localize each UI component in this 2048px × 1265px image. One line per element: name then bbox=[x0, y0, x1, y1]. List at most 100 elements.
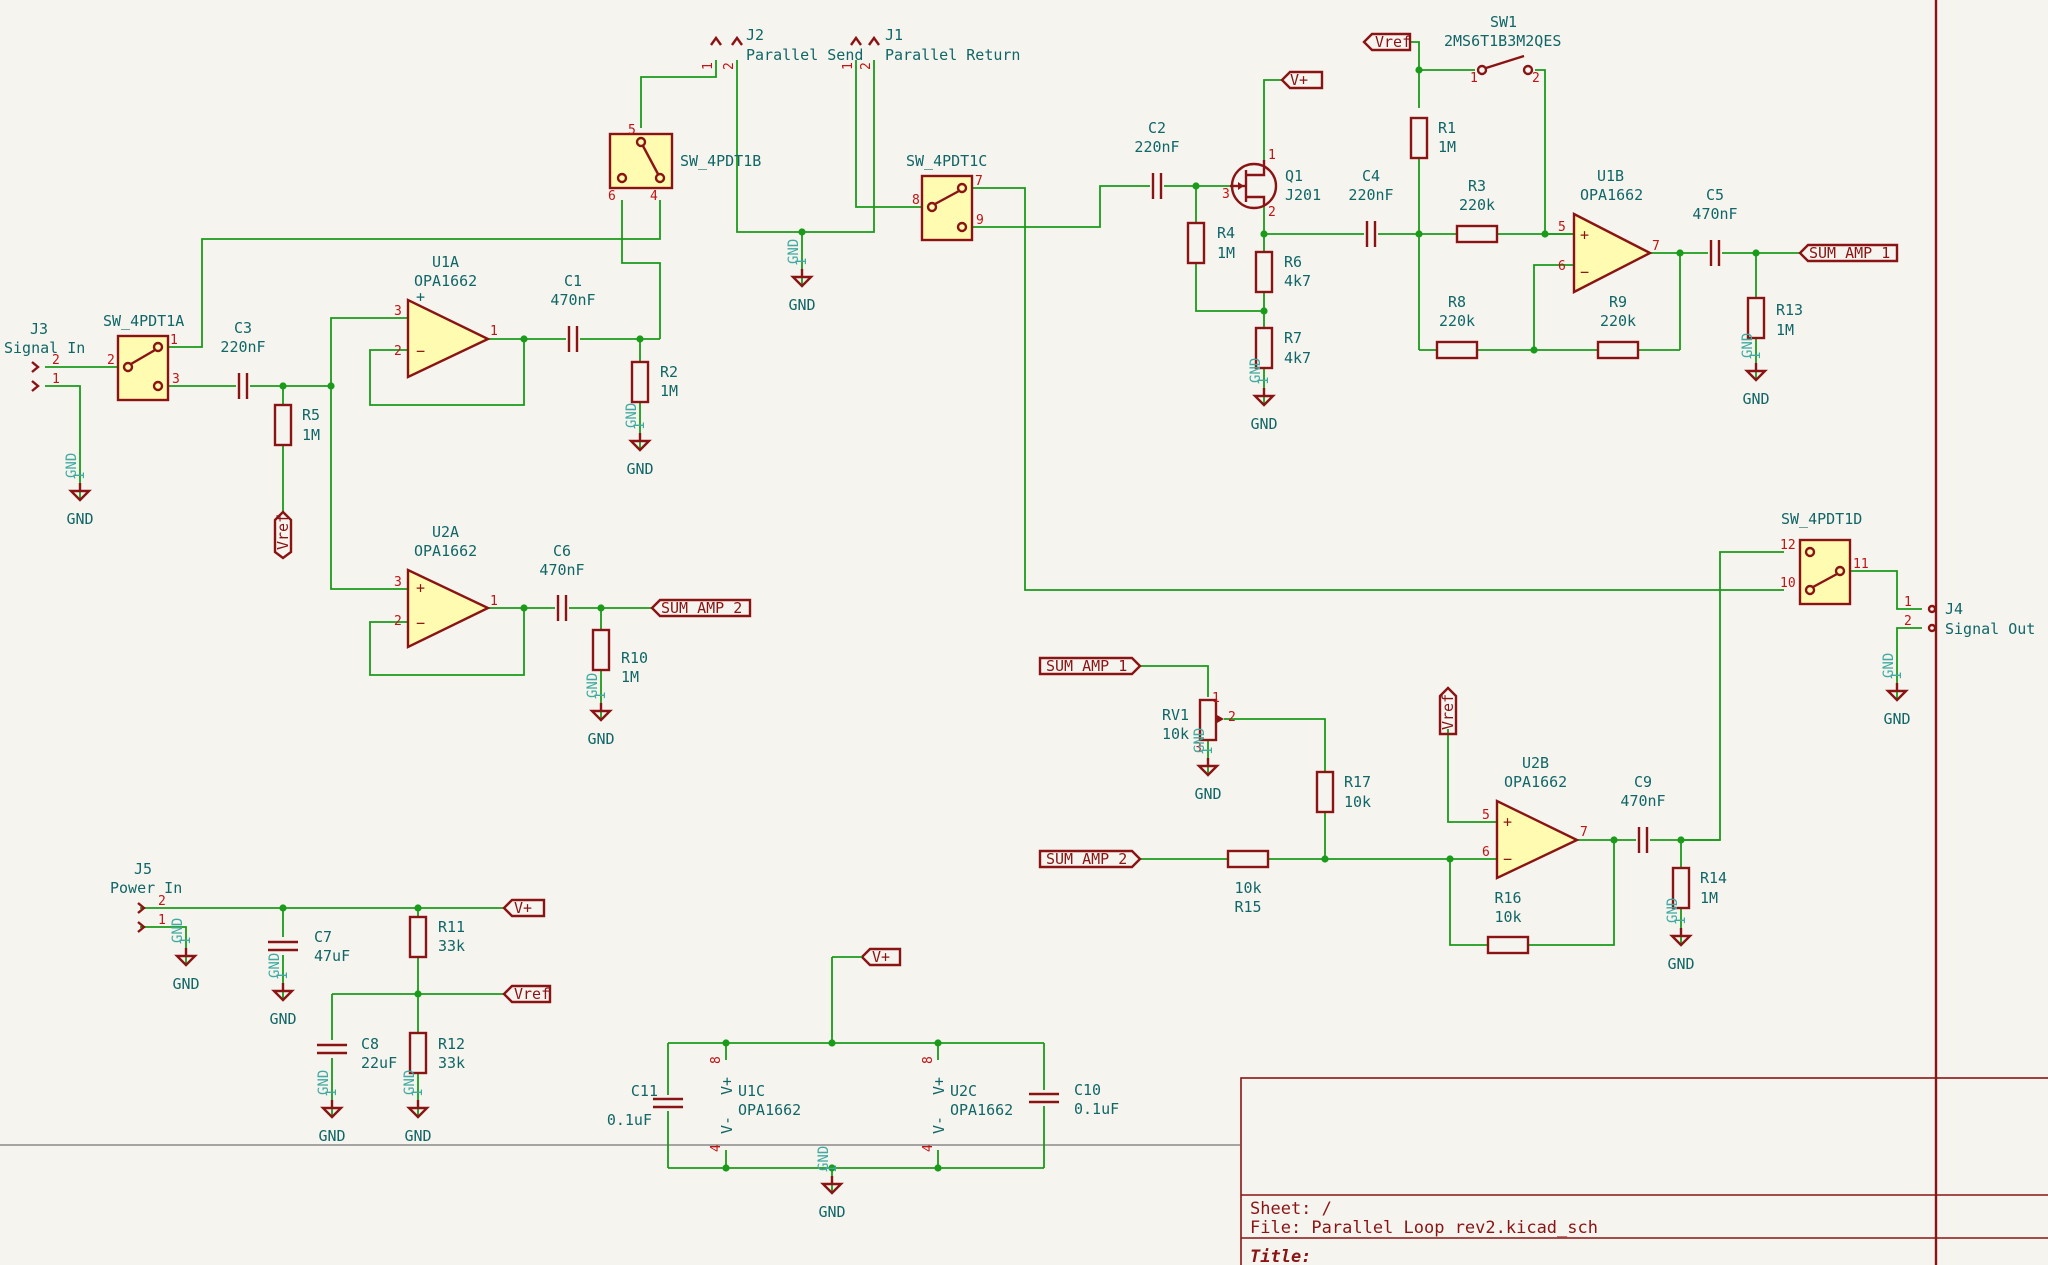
resistor-r1[interactable]: R1 1M bbox=[1409, 116, 1456, 160]
resistor-r2[interactable]: R2 1M bbox=[630, 360, 678, 404]
capacitor-c4[interactable]: C4 220nF bbox=[1348, 167, 1394, 249]
gnd-label: GND bbox=[587, 730, 614, 748]
connector-j3[interactable]: J3 Signal In 2 1 bbox=[4, 320, 85, 392]
u1c-pwr: V+ bbox=[718, 1077, 736, 1095]
connector-j1[interactable]: 1 2 J1 Parallel Return bbox=[841, 26, 1020, 70]
opamp-u1a[interactable]: +− U1A OPA1662 3 2 1 bbox=[394, 253, 498, 379]
r12-ref: R12 bbox=[438, 1035, 465, 1053]
r4-value: 1M bbox=[1217, 244, 1235, 262]
opamp-u1c[interactable]: 8 V+ V- 4 U1C OPA1662 bbox=[709, 1056, 801, 1152]
q1-pin: 2 bbox=[1268, 205, 1276, 220]
capacitor-c3[interactable]: C3 220nF bbox=[220, 319, 266, 401]
gnd-rot-label: GND bbox=[402, 1070, 418, 1095]
gnd-label: GND bbox=[1250, 415, 1277, 433]
vplus-flag[interactable]: V+ bbox=[1280, 70, 1324, 90]
capacitor-c7[interactable]: C7 47uF bbox=[266, 928, 350, 965]
potentiometer-rv1[interactable]: RV1 10k 1 2 3 bbox=[1162, 691, 1236, 756]
net-label-sum-amp-2[interactable]: SUM_AMP_2 bbox=[1038, 849, 1142, 869]
capacitor-c6[interactable]: C6 470nF bbox=[539, 542, 585, 623]
u2c-ref: U2C bbox=[950, 1082, 977, 1100]
r5-value: 1M bbox=[302, 426, 320, 444]
resistor-r5[interactable]: R5 1M bbox=[273, 403, 320, 447]
opamp-u2b[interactable]: +− U2B OPA1662 5 6 7 bbox=[1482, 754, 1588, 880]
connector-j5[interactable]: J5 Power In 2 1 bbox=[110, 860, 182, 933]
vref-flag[interactable]: Vref bbox=[502, 984, 552, 1004]
vplus-flag[interactable]: V+ bbox=[832, 947, 902, 967]
switch-sw-4pdt1c[interactable]: SW_4PDT1C 7 8 9 bbox=[906, 152, 987, 242]
resistor-r17[interactable]: R17 10k bbox=[1315, 770, 1371, 814]
u1c-pin: 4 bbox=[709, 1144, 724, 1152]
resistor-r10[interactable]: R10 1M bbox=[591, 628, 648, 686]
gnd-label: GND bbox=[172, 975, 199, 993]
j3-pin: 2 bbox=[52, 353, 60, 368]
u1b-ref: U1B bbox=[1597, 167, 1624, 185]
vref-flag[interactable]: Vref bbox=[273, 510, 293, 560]
resistor-r15[interactable]: 10k R15 bbox=[1226, 849, 1270, 916]
opamp-u2a[interactable]: +− U2A OPA1662 3 2 1 bbox=[394, 523, 498, 649]
transistor-q1[interactable]: Q1 J201 1 2 3 bbox=[1222, 148, 1321, 220]
rv1-pin: 1 bbox=[1212, 691, 1220, 706]
resistor-r9[interactable]: R9 220k bbox=[1596, 293, 1640, 360]
r10-value: 1M bbox=[621, 668, 639, 686]
svg-text:+: + bbox=[1503, 813, 1512, 831]
net-label-sum-amp-2[interactable]: SUM_AMP_2 bbox=[650, 598, 752, 618]
resistor-r8[interactable]: R8 220k bbox=[1435, 293, 1479, 360]
resistor-r7[interactable]: R7 4k7 bbox=[1254, 326, 1311, 370]
sw-a-value: SW_4PDT1A bbox=[103, 312, 184, 330]
gnd-label: GND bbox=[1883, 710, 1910, 728]
vref-flag[interactable]: Vref bbox=[1438, 686, 1458, 736]
vplus-label: V+ bbox=[514, 899, 532, 917]
capacitor-c2[interactable]: C2 220nF bbox=[1134, 119, 1180, 201]
switch-sw1[interactable]: SW1 2MS6T1B3M2QES 1 2 bbox=[1444, 13, 1561, 86]
sw-c-pin: 9 bbox=[976, 213, 984, 228]
gnd-rot-label: GND bbox=[1248, 358, 1264, 383]
connector-j4[interactable]: 1 2 J4 Signal Out bbox=[1904, 595, 2035, 638]
opamp-u2c[interactable]: 8 V+ V- 4 U2C OPA1662 bbox=[921, 1056, 1013, 1152]
u1c-pwr: V- bbox=[718, 1116, 736, 1134]
resistor-r12[interactable]: R12 33k bbox=[408, 1031, 465, 1075]
u1c-ref: U1C bbox=[738, 1082, 765, 1100]
r6-value: 4k7 bbox=[1284, 272, 1311, 290]
u1a-pin: 2 bbox=[394, 344, 402, 359]
gnd-label: GND bbox=[788, 296, 815, 314]
resistor-r13[interactable]: R13 1M bbox=[1746, 296, 1803, 340]
u2a-pin: 1 bbox=[490, 594, 498, 609]
gnd-rot-label: GND bbox=[316, 1070, 332, 1095]
file-label: File: Parallel Loop rev2.kicad_sch bbox=[1250, 1218, 1598, 1238]
resistor-r3[interactable]: R3 220k bbox=[1455, 177, 1499, 244]
capacitor-c5[interactable]: C5 470nF bbox=[1692, 186, 1738, 268]
j3-value: Signal In bbox=[4, 339, 85, 357]
j1-pin: 2 bbox=[859, 62, 874, 70]
connector-j2[interactable]: 1 2 J2 Parallel Send bbox=[701, 26, 863, 70]
resistor-r14[interactable]: R14 1M bbox=[1671, 866, 1727, 910]
resistor-r11[interactable]: R11 33k bbox=[408, 915, 465, 959]
net-label-sum-amp-1[interactable]: SUM_AMP_1 bbox=[1038, 656, 1142, 676]
capacitor-c1[interactable]: C1 470nF bbox=[550, 272, 596, 354]
vplus-flag[interactable]: V+ bbox=[502, 898, 546, 918]
capacitor-c8[interactable]: C8 22uF bbox=[315, 1035, 397, 1072]
capacitor-c11[interactable]: C11 0.1uF bbox=[607, 1082, 685, 1129]
opamp-u1b[interactable]: +− U1B OPA1662 5 6 7 bbox=[1558, 167, 1660, 294]
capacitor-c9[interactable]: C9 470nF bbox=[1620, 773, 1666, 855]
vref-flag[interactable]: Vref bbox=[1362, 32, 1412, 52]
resistor-r6[interactable]: R6 4k7 bbox=[1254, 250, 1311, 294]
c3-ref: C3 bbox=[234, 319, 252, 337]
resistor-r4[interactable]: R4 1M bbox=[1186, 221, 1235, 265]
switch-sw-4pdt1a[interactable]: SW_4PDT1A 1 2 3 bbox=[103, 312, 184, 402]
capacitor-c10[interactable]: C10 0.1uF bbox=[1027, 1081, 1119, 1118]
net-label-sum-amp-1[interactable]: SUM_AMP_1 bbox=[1798, 243, 1899, 263]
q1-value: J201 bbox=[1285, 186, 1321, 204]
switch-sw-4pdt1d[interactable]: SW_4PDT1D 12 10 11 bbox=[1780, 510, 1869, 606]
gnd-rot-label: GND bbox=[1192, 728, 1208, 753]
sw-c-pin: 7 bbox=[975, 174, 983, 189]
j1-value: Parallel Return bbox=[885, 46, 1020, 64]
r17-value: 10k bbox=[1344, 793, 1371, 811]
u1b-pin: 6 bbox=[1558, 259, 1566, 274]
resistor-r16[interactable]: R16 10k bbox=[1486, 889, 1530, 955]
switch-sw-4pdt1b[interactable]: SW_4PDT1B 5 6 4 bbox=[608, 123, 761, 204]
